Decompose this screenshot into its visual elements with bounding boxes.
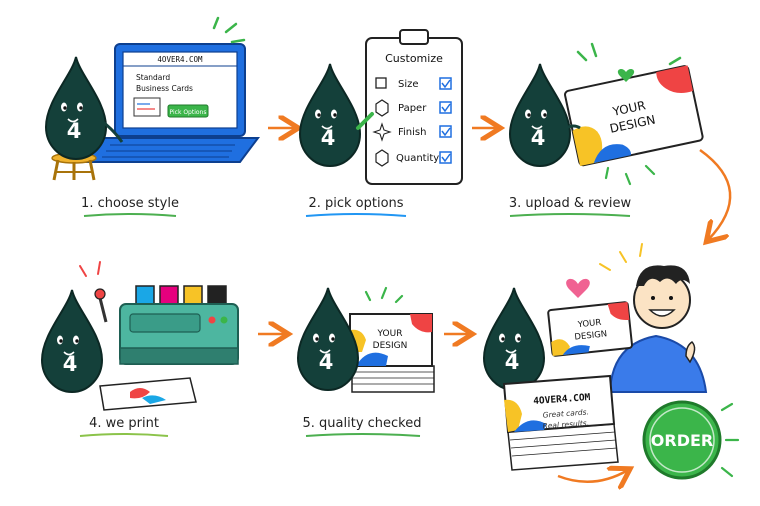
held-card-text-2: DESIGN <box>574 329 608 342</box>
option-paper: Paper <box>398 103 427 114</box>
clipboard-title: Customize <box>385 52 443 65</box>
heart-icon <box>617 69 635 82</box>
stack-text-2: DESIGN <box>373 341 408 351</box>
pen-icon <box>356 112 374 130</box>
laptop-heading-1: Standard <box>136 73 170 82</box>
sparkle-finish-icon <box>372 122 392 142</box>
step-2-underline <box>305 213 407 217</box>
option-quantity: Quantity <box>396 153 439 164</box>
design-text-1: YOUR <box>611 98 647 119</box>
laptop-base <box>84 137 260 163</box>
step-4-caption: 4. we print <box>89 416 159 431</box>
step-4-underline <box>79 433 169 437</box>
curved-arrow-icon <box>557 470 628 482</box>
laptop-heading-2: Business Cards <box>136 84 193 93</box>
step-3-illustration: YOUR DESIGN 4 <box>509 42 704 186</box>
stack-icon <box>375 149 389 167</box>
mascot-number-3: 4 <box>531 126 546 150</box>
card-stack: YOUR DESIGN <box>349 313 435 393</box>
mascot-number-4: 4 <box>63 352 78 376</box>
step-5-underline <box>305 433 421 437</box>
step-2-caption: 2. pick options <box>308 196 403 211</box>
held-card-text-1: YOUR <box>576 318 602 331</box>
curved-arrow-icon <box>699 148 732 240</box>
laptop-site-url: 4OVER4.COM <box>157 55 203 64</box>
step-2-illustration: Customize Size Paper Finish Quantity 4 <box>299 29 463 185</box>
sparkle-icon <box>576 42 682 66</box>
mascot-number-2: 4 <box>321 126 336 150</box>
mascot-number-6: 4 <box>505 350 520 374</box>
final-tagline-1: Great cards. <box>542 407 589 419</box>
finish-check-icon <box>439 125 452 138</box>
pick-options-button[interactable] <box>167 104 209 118</box>
final-card-stack: 4OVER4.COM Great cards. Real results. <box>502 374 619 471</box>
paper-check-icon <box>439 101 452 114</box>
order-button[interactable] <box>642 400 722 480</box>
step-5-illustration: YOUR DESIGN 4 <box>297 286 435 393</box>
option-size: Size <box>398 79 419 90</box>
lever-knob <box>94 288 106 300</box>
cube-icon <box>375 99 389 117</box>
sparkle-icon <box>212 16 246 44</box>
size-checkbox[interactable] <box>375 77 387 89</box>
step-3-underline <box>509 213 631 217</box>
happy-customer <box>608 265 708 393</box>
quantity-check-icon <box>439 151 452 164</box>
mascot-number-5: 4 <box>319 350 334 374</box>
step-3-caption: 3. upload & review <box>509 196 632 211</box>
final-brand: 4OVER4.COM <box>533 392 591 407</box>
final-illustration: YOUR DESIGN 4 4OVER4.COM Great cards. Re… <box>483 243 740 482</box>
option-finish: Finish <box>398 127 426 138</box>
step-1-caption: 1. choose style <box>81 196 179 211</box>
heart-icon <box>566 278 590 298</box>
mascot-number-1: 4 <box>67 119 82 143</box>
card-thumbnail <box>133 97 161 117</box>
step-1-illustration: 4OVER4.COM Standard Business Cards Pick … <box>45 16 260 181</box>
printed-sheet <box>99 377 197 411</box>
thumbs-up-icon <box>685 341 696 364</box>
step-1-underline <box>83 213 177 217</box>
size-check-icon <box>439 77 452 90</box>
order-button-label: ORDER <box>651 431 713 450</box>
clipboard-clip <box>399 29 429 45</box>
step-4-illustration: 4 <box>41 261 239 411</box>
stack-text-1: YOUR <box>377 329 403 339</box>
pick-options-label: Pick Options <box>170 109 207 116</box>
final-tagline-2: Real results. <box>542 418 589 430</box>
held-business-card <box>547 301 633 357</box>
step-5-caption: 5. quality checked <box>303 416 422 431</box>
